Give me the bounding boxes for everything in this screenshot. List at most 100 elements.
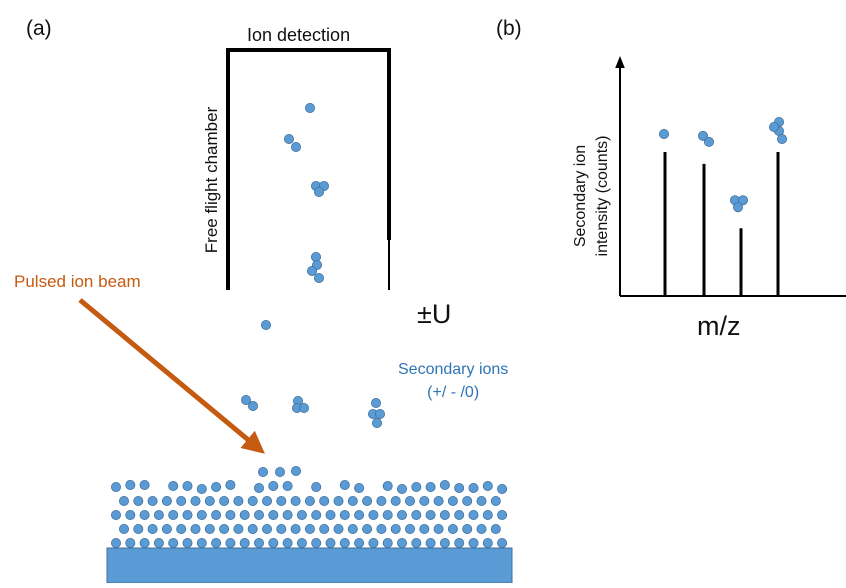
surface-atom xyxy=(282,509,293,520)
substrate xyxy=(106,547,513,584)
surface-atom xyxy=(319,524,330,535)
surface-atom xyxy=(276,495,287,506)
surface-atom xyxy=(482,509,493,520)
surface-atom xyxy=(333,524,344,535)
surface-atom xyxy=(354,538,365,549)
free-flight-chamber-label: Free flight chamber xyxy=(202,106,221,254)
surface-atom xyxy=(161,524,172,535)
surface-atom xyxy=(462,495,473,506)
surface-atom xyxy=(425,538,436,549)
surface-atom xyxy=(168,480,179,491)
surface-atom xyxy=(125,509,136,520)
surface-atom xyxy=(139,538,150,549)
surface-atom xyxy=(376,524,387,535)
surface-atom xyxy=(219,495,230,506)
surface-atom xyxy=(190,524,201,535)
surface-atom xyxy=(147,524,158,535)
surface-atom xyxy=(204,524,215,535)
surface-atom xyxy=(161,495,172,506)
surface-atom xyxy=(153,538,164,549)
surface-atom xyxy=(282,480,293,491)
surface-atom xyxy=(447,495,458,506)
surface-atom xyxy=(225,479,236,490)
surface-atom xyxy=(111,509,122,520)
surface-atom xyxy=(233,524,244,535)
surface-atom xyxy=(168,538,179,549)
surface-atom xyxy=(490,524,501,535)
surface-atom xyxy=(482,538,493,549)
secondary-ion xyxy=(290,141,301,152)
surface-atom xyxy=(253,538,264,549)
surface-atom xyxy=(347,495,358,506)
surface-atom xyxy=(433,495,444,506)
surface-atom xyxy=(439,509,450,520)
surface-atom xyxy=(396,538,407,549)
surface-atom xyxy=(454,509,465,520)
surface-atom xyxy=(253,482,264,493)
surface-atom xyxy=(404,495,415,506)
surface-atom xyxy=(319,495,330,506)
peak-cluster-atom xyxy=(704,136,715,147)
surface-atom xyxy=(296,509,307,520)
surface-atom xyxy=(311,538,322,549)
flight-chamber xyxy=(226,48,391,290)
surface-atom xyxy=(196,538,207,549)
secondary-ions-label: Secondary ions (+/ - /0) xyxy=(398,358,508,404)
surface-atom xyxy=(333,495,344,506)
surface-atom xyxy=(147,495,158,506)
surface-atom xyxy=(468,509,479,520)
secondary-ion xyxy=(257,466,268,477)
surface-atom xyxy=(176,524,187,535)
surface-atom xyxy=(339,538,350,549)
surface-atom xyxy=(468,482,479,493)
peak-cluster-atom xyxy=(769,122,780,133)
surface-atom xyxy=(239,509,250,520)
peak-cluster-atom xyxy=(659,128,670,139)
surface-atom xyxy=(247,524,258,535)
surface-atom xyxy=(490,495,501,506)
surface-atom xyxy=(176,495,187,506)
secondary-ion xyxy=(290,465,301,476)
secondary-ion xyxy=(283,133,294,144)
surface-atom xyxy=(153,509,164,520)
peak-cluster-atom xyxy=(698,130,709,141)
voltage-label: ±U xyxy=(417,299,452,329)
surface-atom xyxy=(362,524,373,535)
surface-atom xyxy=(196,483,207,494)
surface-atom xyxy=(419,495,430,506)
surface-atom xyxy=(454,482,465,493)
secondary-ion xyxy=(298,402,309,413)
secondary-ion xyxy=(260,319,271,330)
y-label-line2: intensity (counts) xyxy=(594,135,611,257)
surface-atom xyxy=(347,524,358,535)
surface-atom xyxy=(268,509,279,520)
secondary-ion xyxy=(247,400,258,411)
surface-atom xyxy=(439,538,450,549)
surface-atom xyxy=(497,538,508,549)
surface-atom xyxy=(182,480,193,491)
surface-atom xyxy=(447,524,458,535)
surface-atom xyxy=(382,509,393,520)
surface-atom xyxy=(339,509,350,520)
surface-atom xyxy=(282,538,293,549)
surface-atom xyxy=(368,509,379,520)
surface-atom xyxy=(396,509,407,520)
surface-atom xyxy=(376,495,387,506)
peak-cluster-atom xyxy=(733,202,744,213)
surface-atom xyxy=(476,524,487,535)
pulsed-ion-beam-label: Pulsed ion beam xyxy=(14,272,141,291)
secondary-ions-line2: (+/ - /0) xyxy=(427,384,480,401)
surface-atom xyxy=(382,480,393,491)
surface-atom xyxy=(468,538,479,549)
surface-atom xyxy=(119,524,130,535)
surface-atom xyxy=(390,495,401,506)
surface-atom xyxy=(119,495,130,506)
panel-label-a: (a) xyxy=(26,17,52,40)
surface-atom xyxy=(139,479,150,490)
surface-atom xyxy=(362,495,373,506)
peak-cluster-atom xyxy=(777,133,788,144)
surface-atom xyxy=(225,538,236,549)
secondary-ion xyxy=(313,186,324,197)
